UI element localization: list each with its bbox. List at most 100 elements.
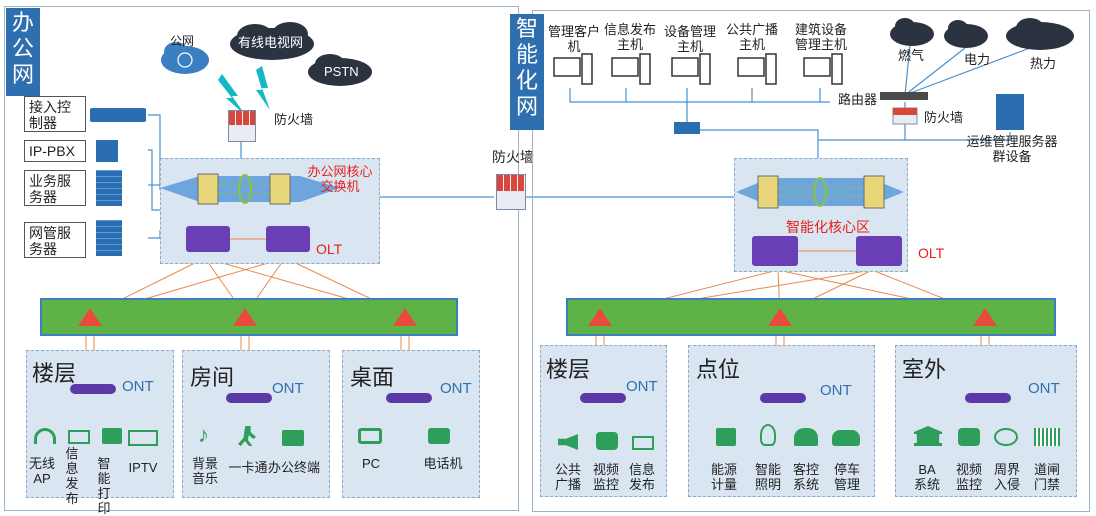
office-device-terminal: 办公终端: [267, 460, 320, 475]
display-icon: [632, 436, 654, 450]
office-zone-floor: [26, 350, 174, 498]
splitter-icon: [588, 308, 612, 326]
host-label-mgmt-client: 管理客户机: [548, 24, 601, 54]
ont-icon: [760, 393, 806, 403]
smart-device-perimeter: 周界入侵: [993, 462, 1020, 492]
splitter-icon: [233, 308, 257, 326]
server-label-business: 业务服务器: [24, 170, 86, 206]
smart-zone-point: [688, 345, 875, 497]
cloud-icon: [1006, 18, 1074, 50]
cloud-icon: [230, 22, 314, 60]
server-label-ip-pbx: IP-PBX: [24, 140, 86, 162]
splitter-icon: [973, 308, 997, 326]
olt-icon: [752, 236, 798, 266]
smart-zone-outdoor: [895, 345, 1077, 497]
server-icon: [96, 170, 122, 206]
workstation-icon: [803, 57, 831, 77]
office-desk-ont-label: ONT: [440, 380, 472, 397]
firewall-icon: [496, 174, 526, 210]
server-icon: [96, 220, 122, 256]
server-label-access-controller: 接入控制器: [24, 96, 86, 132]
camera-icon: [958, 428, 980, 446]
olt-icon: [266, 226, 310, 252]
office-terminal-icon: [282, 430, 304, 446]
smart-splitter-bar: [566, 298, 1056, 336]
smart-network-title: 智能化网: [510, 14, 544, 130]
switch-icon: [269, 173, 291, 205]
workstation-icon: [611, 57, 639, 77]
smart-network-frame: [532, 10, 1090, 512]
smart-olt-label: OLT: [918, 245, 945, 261]
intrusion-icon: [994, 428, 1018, 446]
splitter-icon: [393, 308, 417, 326]
workstation-icon: [671, 57, 699, 77]
switch-icon: [197, 173, 219, 205]
workstation-icon: [553, 57, 581, 77]
car-icon: [832, 430, 860, 446]
smart-device-parking: 停车管理: [833, 462, 860, 492]
lightning-icon: [256, 66, 270, 110]
ont-icon: [386, 393, 432, 403]
server-label-nms: 网管服务器: [24, 222, 86, 258]
host-label-bldg-mgmt: 建筑设备管理主机: [794, 22, 847, 52]
office-zone-room: [182, 350, 330, 498]
bank-icon: [914, 426, 942, 446]
host-label-info-host: 信息发布主机: [604, 22, 657, 52]
display-icon: [68, 430, 90, 444]
ont-icon: [70, 384, 116, 394]
office-zone-room-title: 房间: [190, 365, 235, 390]
smart-device-gate: 道闸门禁: [1033, 462, 1060, 492]
office-network-frame: [4, 6, 519, 511]
office-core-label: 办公网核心交换机: [307, 164, 373, 194]
barcode-icon: [1034, 428, 1060, 446]
smart-device-lighting: 智能照明: [754, 462, 781, 492]
office-network-title: 办公网: [6, 8, 40, 96]
meter-icon: [716, 428, 736, 446]
wifi-icon: [34, 428, 56, 444]
splitter-icon: [78, 308, 102, 326]
office-zone-floor-title: 楼层: [32, 361, 77, 386]
olt-icon: [856, 236, 902, 266]
cloud-icon: [944, 20, 988, 48]
host-label-broadcast: 公共广播主机: [726, 22, 779, 52]
server-icon: [96, 140, 118, 162]
smart-floor-ont-label: ONT: [626, 378, 658, 395]
cloud-cabletv-label: 有线电视网: [238, 35, 304, 50]
ont-icon: [580, 393, 626, 403]
smart-device-cctv: 视频监控: [592, 462, 619, 492]
office-zone-desk: [342, 350, 480, 498]
office-device-iptv: IPTV: [128, 460, 158, 475]
middle-firewall-label: 防火墙: [492, 149, 534, 165]
splitter-icon: [768, 308, 792, 326]
cloud-internet-label: 公网: [170, 34, 195, 48]
smart-device-outdoor-cctv: 视频监控: [955, 462, 982, 492]
utility-heat-label: 热力: [1030, 56, 1057, 71]
smart-zone-point-title: 点位: [696, 357, 741, 382]
smart-point-ont-label: ONT: [820, 382, 852, 399]
office-device-pc: PC: [361, 456, 381, 471]
cloud-icon: [308, 54, 372, 86]
lightning-icon: [218, 74, 246, 116]
phone-icon: [428, 428, 450, 444]
ops-server-label: 运维管理服务器群设备: [966, 134, 1058, 164]
smart-zone-floor: [540, 345, 667, 497]
smart-device-guest: 客控系统: [792, 462, 819, 492]
smart-device-energy: 能源计量: [710, 462, 737, 492]
firewall-icon: [228, 110, 256, 142]
office-zone-desk-title: 桌面: [350, 365, 395, 390]
pc-icon: [358, 428, 382, 444]
cloud-pstn-label: PSTN: [324, 64, 359, 79]
server-icon: [996, 94, 1024, 130]
office-room-ont-label: ONT: [272, 380, 304, 397]
cloud-icon: [161, 42, 209, 74]
office-olt-label: OLT: [316, 241, 343, 257]
router-icon: [90, 108, 146, 122]
office-device-wireless-ap: 无线AP: [28, 456, 55, 486]
smart-zone-outdoor-title: 室外: [902, 357, 947, 382]
office-device-info-display: 信息发布: [65, 446, 79, 506]
